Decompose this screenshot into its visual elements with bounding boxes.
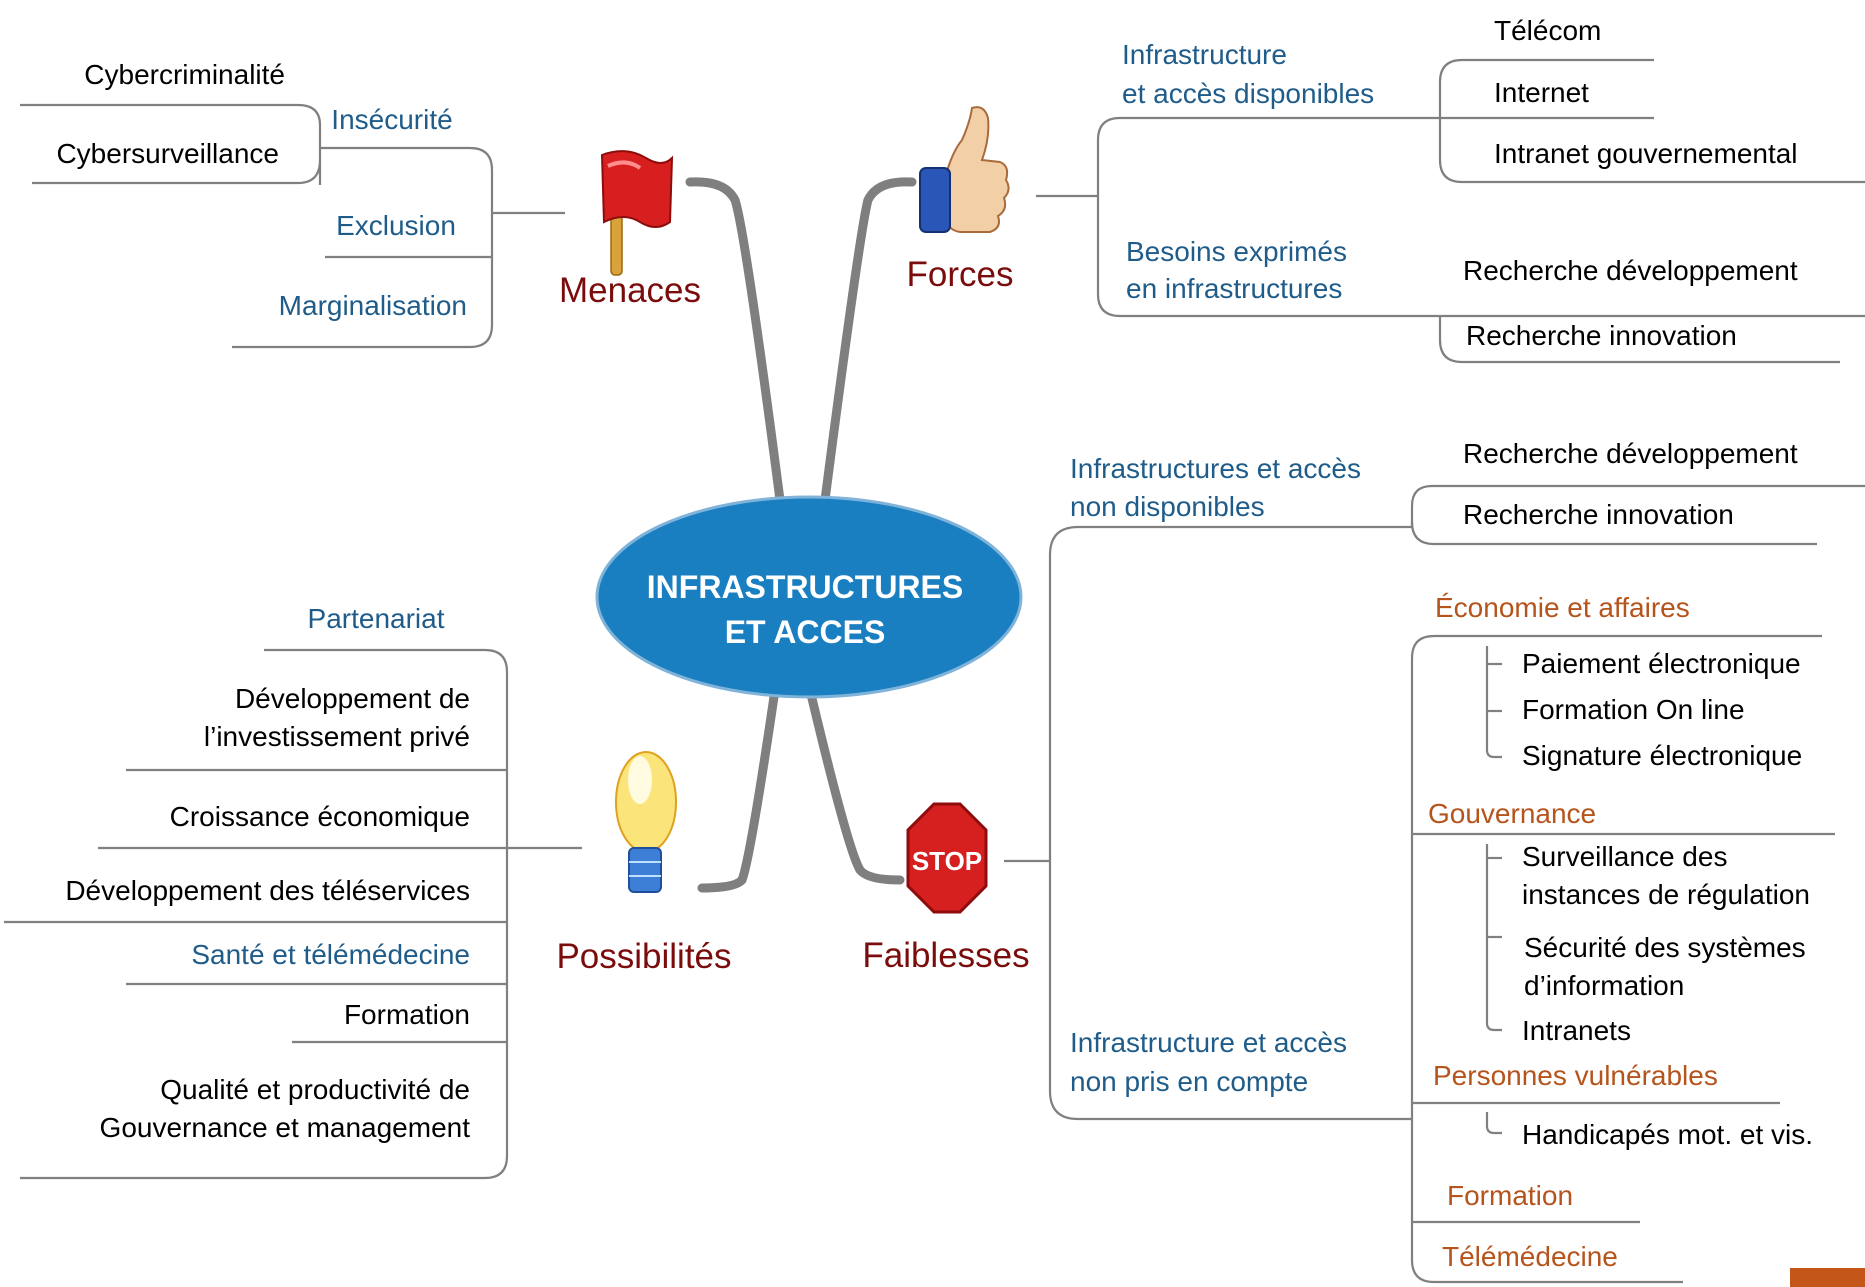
internet-label: Internet — [1494, 77, 1589, 108]
dev-invest-line1: Développement de — [235, 683, 470, 714]
teleservices-label: Développement des téléservices — [65, 875, 470, 906]
besoins-recherche-innov-label: Recherche innovation — [1466, 320, 1737, 351]
insecurite-label: Insécurité — [331, 104, 452, 135]
infra-dispo-line1: Infrastructure — [1122, 39, 1287, 70]
vulnerables-label: Personnes vulnérables — [1433, 1060, 1718, 1091]
non-dispo-line1: Infrastructures et accès — [1070, 453, 1361, 484]
formation-possibilite-label: Formation — [344, 999, 470, 1030]
surveillance-line2: instances de régulation — [1522, 879, 1810, 910]
faiblesses-branch: STOP Faiblesses Infrastructures et accès… — [862, 438, 1865, 1284]
cybersurveillance-label: Cybersurveillance — [56, 138, 279, 169]
stop-sign-text: STOP — [912, 846, 982, 876]
forces-label: Forces — [907, 255, 1014, 294]
besoins-recherche-dev-label: Recherche développement — [1463, 255, 1798, 286]
sante-label: Santé et télémédecine — [191, 939, 470, 970]
marginalisation-label: Marginalisation — [279, 290, 467, 321]
red-flag-icon — [600, 150, 674, 276]
exclusion-label: Exclusion — [336, 210, 456, 241]
formation-online-label: Formation On line — [1522, 694, 1745, 725]
telecom-label: Télécom — [1494, 15, 1601, 46]
non-dispo-recherche-innov-label: Recherche innovation — [1463, 499, 1734, 530]
stop-sign-icon: STOP — [906, 802, 988, 914]
possibilites-branch: Possibilités Partenariat Développement d… — [4, 603, 732, 1180]
forces-branch: Forces Infrastructure et accès disponibl… — [907, 15, 1865, 364]
economie-label: Économie et affaires — [1435, 592, 1690, 623]
possibilites-label: Possibilités — [556, 937, 731, 976]
partenariat-label: Partenariat — [308, 603, 445, 634]
surveillance-line1: Surveillance des — [1522, 841, 1727, 872]
paiement-electronique-label: Paiement électronique — [1522, 648, 1801, 679]
corner-accent-bar — [1790, 1268, 1865, 1287]
securite-line2: d’information — [1524, 970, 1684, 1001]
cybercriminalite-label: Cybercriminalité — [84, 59, 285, 90]
croissance-label: Croissance économique — [170, 801, 470, 832]
center-node: INFRASTRUCTURES ET ACCES — [595, 495, 1023, 699]
non-dispo-recherche-dev-label: Recherche développement — [1463, 438, 1798, 469]
trunk-connectors — [685, 177, 917, 893]
menaces-branch: Menaces Insécurité Cybercriminalité Cybe… — [20, 59, 701, 349]
formation-faiblesse-label: Formation — [1447, 1180, 1573, 1211]
intranet-gouvernemental-label: Intranet gouvernemental — [1494, 138, 1798, 169]
light-bulb-icon — [615, 751, 677, 893]
securite-line1: Sécurité des systèmes — [1524, 932, 1806, 963]
center-title-line1: INFRASTRUCTURES — [647, 569, 963, 605]
qualite-line1: Qualité et productivité de — [160, 1074, 470, 1105]
thumbs-up-icon — [919, 106, 1010, 233]
infra-dispo-line2: et accès disponibles — [1122, 78, 1374, 109]
intranets-label: Intranets — [1522, 1015, 1631, 1046]
telemedecine-label: Télémédecine — [1442, 1241, 1618, 1272]
handicapes-label: Handicapés mot. et vis. — [1522, 1119, 1813, 1150]
non-pris-line1: Infrastructure et accès — [1070, 1027, 1347, 1058]
qualite-line2: Gouvernance et management — [100, 1112, 471, 1143]
besoins-line1: Besoins exprimés — [1126, 236, 1347, 267]
faiblesses-label: Faiblesses — [862, 936, 1029, 975]
center-title-line2: ET ACCES — [725, 614, 886, 650]
non-pris-line2: non pris en compte — [1070, 1066, 1308, 1097]
non-dispo-line2: non disponibles — [1070, 491, 1265, 522]
dev-invest-line2: l’investissement privé — [204, 721, 470, 752]
gouvernance-label: Gouvernance — [1428, 798, 1596, 829]
menaces-label: Menaces — [559, 271, 701, 310]
signature-electronique-label: Signature électronique — [1522, 740, 1802, 771]
besoins-line2: en infrastructures — [1126, 273, 1342, 304]
